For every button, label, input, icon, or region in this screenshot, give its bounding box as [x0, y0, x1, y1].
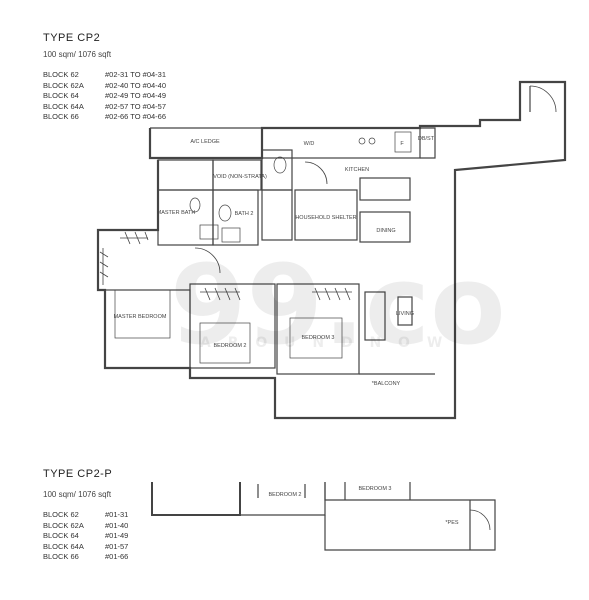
- block-row: BLOCK 62 #02-31 TO #04-31: [43, 70, 166, 81]
- unit-range: #02-49 TO #04-49: [105, 91, 167, 100]
- block-name: BLOCK 62A: [43, 520, 84, 530]
- unit-range: #02-57 TO #04-57: [105, 101, 167, 111]
- type-cp2p-title: TYPE CP2-P: [43, 468, 113, 480]
- room-label-bedroom-3-cp2p: BEDROOM 3: [358, 486, 391, 492]
- unit-number: #01-49: [105, 531, 129, 540]
- block-name: BLOCK 66: [43, 552, 79, 561]
- room-label-fridge: F: [400, 141, 404, 147]
- room-label-kitchen: KITCHEN: [345, 167, 369, 173]
- block-row: BLOCK 66 #02-66 TO #04-66: [43, 112, 166, 123]
- type-cp2-block-list: BLOCK 62 #02-31 TO #04-31 BLOCK 62A #02-40…: [43, 70, 166, 123]
- block-name: BLOCK 66: [43, 112, 79, 121]
- room-labels-cp2p: BEDROOM 2 BEDROOM 3 *PES: [268, 486, 458, 526]
- room-label-living: LIVING: [396, 311, 414, 317]
- block-row: BLOCK 64A #01-57: [43, 542, 128, 553]
- room-labels-cp2: A/C LEDGE VOID (NON-STRATA) W/D DB/ST F …: [114, 136, 435, 387]
- block-row: BLOCK 64 #02-49 TO #04-49: [43, 91, 166, 102]
- type-cp2-area: 100 sqm/ 1076 sqft: [43, 50, 112, 59]
- block-name: BLOCK 62: [43, 70, 79, 79]
- room-label-dining: DINING: [376, 228, 395, 234]
- type-cp2p-block-list: BLOCK 62 #01-31 BLOCK 62A #01-40 BLOCK 64 #…: [43, 510, 128, 563]
- unit-number: #01-40: [105, 520, 129, 530]
- room-label-household-shelter: HOUSEHOLD SHELTER: [295, 215, 356, 221]
- unit-number: #01-31: [105, 510, 129, 519]
- room-label-master-bath: MASTER BATH: [157, 210, 196, 216]
- plan-walls: [96, 80, 567, 420]
- unit-number: #01-57: [105, 541, 129, 551]
- room-label-pes: *PES: [445, 520, 458, 526]
- block-row: BLOCK 62A #02-40 TO #04-40: [43, 81, 166, 92]
- room-label-bedroom-3: BEDROOM 3: [301, 335, 334, 341]
- block-name: BLOCK 62: [43, 510, 79, 519]
- room-label-void: VOID (NON-STRATA): [213, 174, 267, 180]
- watermark-tagline: A R O U N D N O W: [200, 335, 449, 351]
- block-name: BLOCK 64: [43, 91, 79, 100]
- type-cp2p-area: 100 sqm/ 1076 sqft: [43, 490, 112, 499]
- block-name: BLOCK 64A: [43, 541, 84, 551]
- unit-range: #02-40 TO #04-40: [105, 80, 167, 90]
- block-row: BLOCK 62A #01-40: [43, 521, 128, 532]
- room-label-balcony: *BALCONY: [372, 381, 401, 387]
- watermark-logo: 99.co: [170, 241, 506, 369]
- room-label-wd: W/D: [304, 141, 315, 147]
- block-name: BLOCK 62A: [43, 80, 84, 90]
- unit-number: #01-66: [105, 552, 129, 561]
- unit-range: #02-31 TO #04-31: [105, 70, 167, 79]
- room-label-bedroom-2-cp2p: BEDROOM 2: [268, 492, 301, 498]
- block-row: BLOCK 66 #01-66: [43, 552, 128, 563]
- room-label-bath-2: BATH 2: [235, 211, 254, 217]
- room-label-master-bedroom: MASTER BEDROOM: [114, 314, 167, 320]
- block-row: BLOCK 64 #01-49: [43, 531, 128, 542]
- room-label-db-st: DB/ST: [418, 136, 435, 142]
- block-row: BLOCK 62 #01-31: [43, 510, 128, 521]
- block-row: BLOCK 64A #02-57 TO #04-57: [43, 102, 166, 113]
- block-name: BLOCK 64: [43, 531, 79, 540]
- room-label-ac-ledge: A/C LEDGE: [190, 139, 220, 145]
- room-label-bedroom-2: BEDROOM 2: [213, 343, 246, 349]
- floor-plan-cp2p: [151, 482, 496, 551]
- block-name: BLOCK 64A: [43, 101, 84, 111]
- type-cp2-title: TYPE CP2: [43, 32, 101, 44]
- unit-range: #02-66 TO #04-66: [105, 112, 167, 121]
